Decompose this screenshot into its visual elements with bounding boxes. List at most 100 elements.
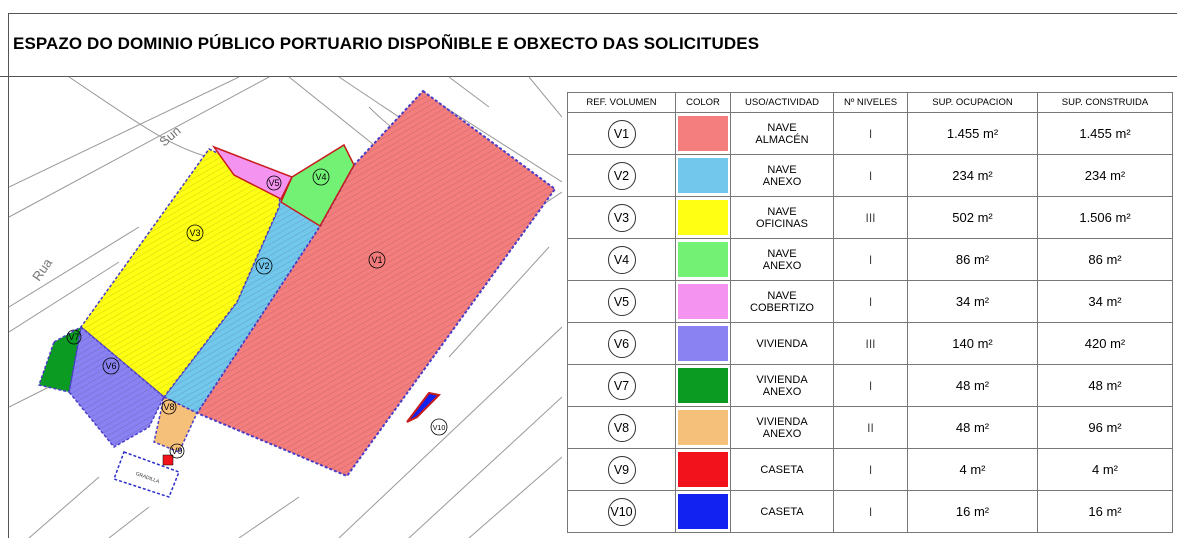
cell-sup-ocupacion: 34 m²	[907, 280, 1038, 323]
uso-line: CASETA	[760, 463, 804, 476]
ref-circle: V3	[607, 203, 636, 232]
cell-ref: V4	[567, 238, 676, 281]
cell-color	[675, 490, 731, 533]
map-label-v1: V1	[371, 255, 382, 265]
cell-niveles: I	[833, 238, 908, 281]
uso-line: ANEXO	[762, 259, 802, 272]
cell-sup-construida: 4 m²	[1037, 448, 1173, 491]
cell-sup-ocupacion: 140 m²	[907, 322, 1038, 365]
site-plan-drawing: Rua Sun V1 V2 V3 V4 V5 V6 V7 V8	[9, 77, 562, 538]
header-sup-ocupacion: SUP. OCUPACION	[907, 92, 1038, 113]
cell-uso: CASETA	[730, 448, 834, 491]
cell-ref: V9	[567, 448, 676, 491]
color-swatch	[678, 326, 728, 361]
color-swatch	[678, 452, 728, 487]
volumes-table-container: REF. VOLUMEN COLOR USO/ACTIVIDAD Nº NIVE…	[567, 92, 1173, 536]
ref-circle: V2	[607, 161, 636, 190]
uso-line: NAVE	[767, 163, 797, 176]
map-label-v6: V6	[105, 361, 116, 371]
gradilla-box	[113, 451, 180, 498]
cell-color	[675, 448, 731, 491]
volume-v10-area	[406, 391, 442, 423]
uso-line: NAVE	[767, 289, 797, 302]
street-label-rua: Rua	[29, 255, 55, 284]
color-swatch	[678, 368, 728, 403]
uso-line: NAVE	[767, 247, 797, 260]
volume-v4-area	[280, 143, 355, 228]
cell-sup-construida: 234 m²	[1037, 154, 1173, 197]
map-label-v5: V5	[268, 178, 279, 188]
map-label-v3: V3	[189, 228, 200, 238]
cell-niveles: I	[833, 448, 908, 491]
frame-border-left	[8, 13, 9, 538]
cell-sup-construida: 1.455 m²	[1037, 112, 1173, 155]
cell-sup-ocupacion: 48 m²	[907, 364, 1038, 407]
cell-sup-ocupacion: 1.455 m²	[907, 112, 1038, 155]
ref-circle: V4	[607, 245, 636, 274]
cell-sup-construida: 420 m²	[1037, 322, 1173, 365]
cell-color	[675, 280, 731, 323]
cell-sup-ocupacion: 502 m²	[907, 196, 1038, 239]
cell-niveles: II	[833, 406, 908, 449]
frame-border-top	[8, 13, 1177, 14]
cell-uso: CASETA	[730, 490, 834, 533]
map-label-v4: V4	[315, 172, 326, 182]
uso-line: ALMACÉN	[755, 133, 809, 146]
uso-line: NAVE	[767, 121, 797, 134]
header-niveles: Nº NIVELES	[833, 92, 908, 113]
cell-color	[675, 406, 731, 449]
volume-v9-area	[162, 454, 174, 466]
uso-line: ANEXO	[762, 385, 802, 398]
cell-sup-construida: 16 m²	[1037, 490, 1173, 533]
uso-line: COBERTIZO	[750, 301, 814, 314]
map-label-v8: V8	[163, 402, 174, 412]
uso-line: OFICINAS	[756, 217, 808, 230]
map-label-v9: V9	[171, 446, 182, 456]
color-swatch	[678, 158, 728, 193]
cell-sup-ocupacion: 4 m²	[907, 448, 1038, 491]
header-sup-construida: SUP. CONSTRUIDA	[1037, 92, 1173, 113]
ref-circle: V5	[607, 287, 636, 316]
ref-circle: V6	[607, 329, 636, 358]
ref-circle: V10	[607, 497, 636, 526]
cell-ref: V2	[567, 154, 676, 197]
cell-uso: VIVIENDA	[730, 322, 834, 365]
uso-line: NAVE	[767, 205, 797, 218]
map-label-v2: V2	[258, 261, 269, 271]
uso-line: CASETA	[760, 505, 804, 518]
cell-ref: V3	[567, 196, 676, 239]
figure-title: ESPAZO DO DOMINIO PÚBLICO PORTUARIO DISP…	[13, 34, 760, 53]
color-swatch	[678, 410, 728, 445]
cell-sup-ocupacion: 86 m²	[907, 238, 1038, 281]
volumes-table: REF. VOLUMEN COLOR USO/ACTIVIDAD Nº NIVE…	[567, 92, 1173, 533]
ref-circle: V7	[607, 371, 636, 400]
cell-ref: V8	[567, 406, 676, 449]
cell-color	[675, 154, 731, 197]
site-plan: Rua Sun V1 V2 V3 V4 V5 V6 V7 V8	[9, 77, 562, 538]
color-swatch	[678, 242, 728, 277]
cell-niveles: III	[833, 196, 908, 239]
table-header-row: REF. VOLUMEN COLOR USO/ACTIVIDAD Nº NIVE…	[567, 92, 1173, 113]
cell-sup-construida: 34 m²	[1037, 280, 1173, 323]
uso-line: ANEXO	[762, 427, 802, 440]
cell-sup-construida: 1.506 m²	[1037, 196, 1173, 239]
cell-color	[675, 112, 731, 155]
uso-line: VIVIENDA	[756, 373, 808, 386]
color-swatch	[678, 200, 728, 235]
ref-circle: V8	[607, 413, 636, 442]
cell-color	[675, 196, 731, 239]
cell-ref: V10	[567, 490, 676, 533]
header-uso-actividad: USO/ACTIVIDAD	[730, 92, 834, 113]
